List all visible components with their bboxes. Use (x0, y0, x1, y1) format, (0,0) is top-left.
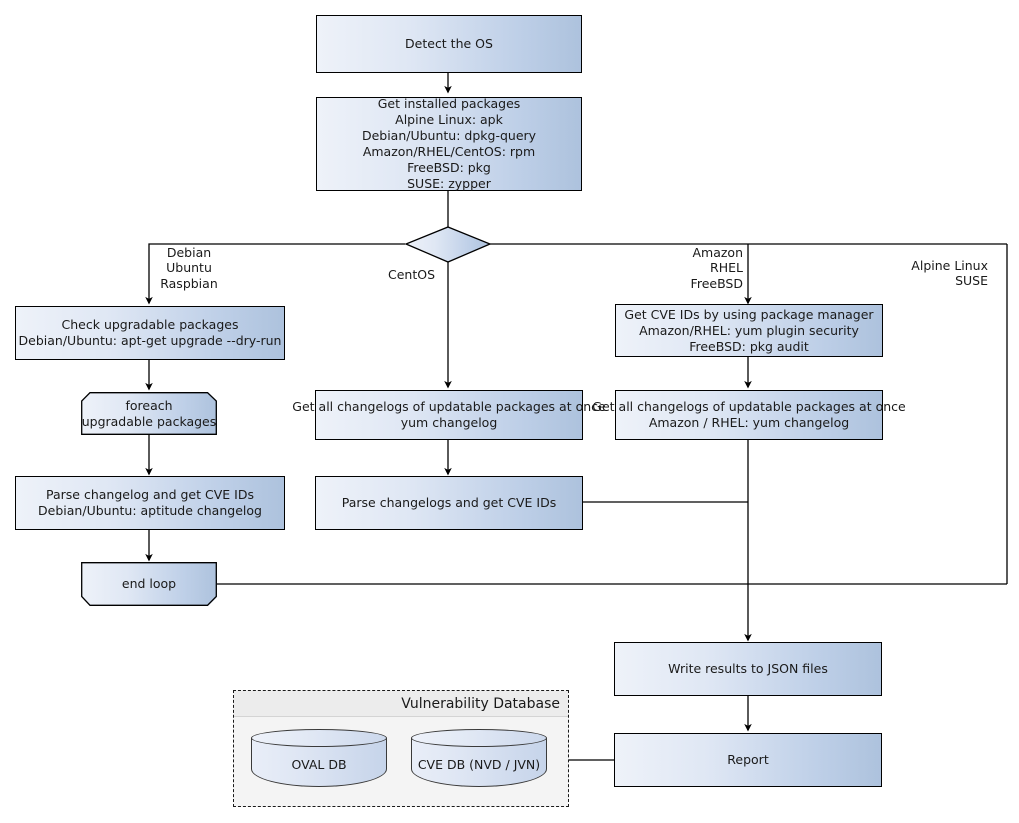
vulnerability-database-group: Vulnerability Database OVAL DB CVE DB (N… (233, 690, 569, 807)
foreach-outline (81, 392, 217, 435)
node-get-changelogs-amazon[interactable]: Get all changelogs of updatable packages… (592, 390, 906, 440)
line: Parse changelog and get CVE IDs (46, 487, 254, 502)
branch-label-centos: CentOS (388, 267, 436, 282)
line: Get all changelogs of updatable packages… (592, 399, 906, 414)
node-get-changelogs-centos[interactable]: Get all changelogs of updatable packages… (292, 390, 606, 440)
line: SUSE: zypper (407, 176, 491, 191)
line: foreach (125, 397, 173, 413)
line: Alpine Linux: apk (395, 112, 503, 127)
node-check-upgradable[interactable]: Check upgradable packages Debian/Ubuntu:… (15, 306, 285, 360)
node-detect-os[interactable]: Detect the OS (316, 15, 582, 73)
os-decision-diamond (404, 226, 492, 263)
line: FreeBSD: pkg audit (689, 338, 809, 354)
node-parse-changelog-debian[interactable]: Parse changelog and get CVE IDs Debian/U… (15, 476, 285, 530)
line: Get all changelogs of updatable packages… (292, 399, 606, 414)
node-detect-os-label: Detect the OS (405, 36, 493, 51)
node-write-results-label: Write results to JSON files (668, 661, 828, 676)
node-write-results[interactable]: Write results to JSON files (614, 642, 882, 696)
line: Amazon/RHEL/CentOS: rpm (362, 144, 536, 159)
line: Debian/Ubuntu: dpkg-query (361, 128, 537, 143)
line: Debian/Ubuntu: aptitude changelog (38, 503, 262, 518)
line: FreeBSD: pkg (407, 160, 491, 175)
node-end-loop[interactable]: end loop (81, 562, 217, 606)
line: Get CVE IDs by using package manager (624, 306, 874, 322)
end-loop-outline (81, 562, 217, 606)
database-oval-db-label: OVAL DB (291, 757, 347, 772)
line: Get installed packages (377, 96, 521, 111)
database-cve-db[interactable]: CVE DB (NVD / JVN) (411, 729, 547, 787)
line: Debian/Ubuntu: apt-get upgrade --dry-run (18, 333, 282, 348)
line: upgradable packages (81, 413, 217, 429)
line: yum changelog (400, 415, 498, 430)
cylinder-top (411, 729, 547, 747)
node-parse-changelogs-centos[interactable]: Parse changelogs and get CVE IDs (315, 476, 583, 530)
database-cve-db-label: CVE DB (NVD / JVN) (417, 757, 541, 772)
database-oval-db[interactable]: OVAL DB (251, 729, 387, 787)
line: Check upgradable packages (61, 317, 239, 332)
node-end-loop-label: end loop (121, 576, 177, 591)
node-get-installed-packages[interactable]: Get installed packages Alpine Linux: apk… (316, 96, 582, 191)
line: Amazon/RHEL: yum plugin security (639, 322, 859, 338)
line: Amazon / RHEL: yum changelog (648, 415, 850, 430)
node-report-label: Report (727, 752, 769, 767)
node-report[interactable]: Report (614, 733, 882, 787)
node-get-cve-ids-package-manager[interactable]: Get CVE IDs by using package manager Ama… (615, 304, 883, 357)
node-foreach-loop-start[interactable]: foreach upgradable packages (81, 392, 217, 435)
vulnerability-database-title-bar: Vulnerability Database (234, 691, 568, 717)
vulnerability-database-title: Vulnerability Database (401, 695, 560, 712)
cylinder-top (251, 729, 387, 747)
node-parse-changelogs-centos-label: Parse changelogs and get CVE IDs (341, 495, 557, 510)
